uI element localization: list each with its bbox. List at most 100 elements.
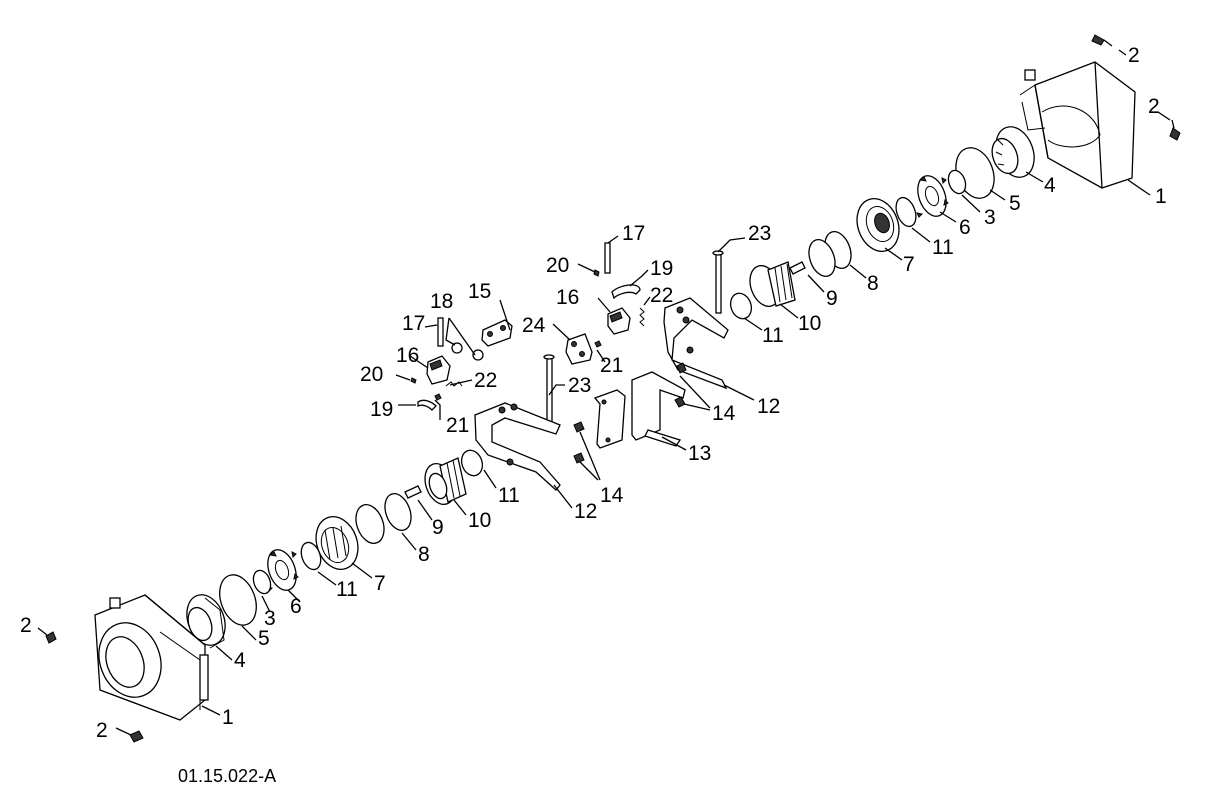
label-14: 14 <box>600 484 624 507</box>
wheel-right-7 <box>856 198 900 252</box>
label-7: 7 <box>374 572 386 595</box>
label-12: 12 <box>574 500 597 523</box>
ring-right-3 <box>947 169 967 195</box>
label-21: 21 <box>446 414 469 437</box>
label-16: 16 <box>396 344 419 367</box>
gear-right-6 <box>916 175 949 218</box>
leader-lines <box>201 49 1171 716</box>
label-6: 6 <box>959 216 971 239</box>
label-17: 17 <box>402 312 425 335</box>
bracket-15 <box>481 319 513 347</box>
label-23: 23 <box>568 374 591 397</box>
nut-18 <box>451 342 484 361</box>
label-18: 18 <box>430 290 453 313</box>
label-15: 15 <box>468 280 491 303</box>
bolt-14b <box>676 362 687 374</box>
label-7: 7 <box>903 253 915 276</box>
label-2: 2 <box>1148 95 1160 118</box>
label-11: 11 <box>498 484 520 507</box>
label-1: 1 <box>1155 185 1167 208</box>
label-1: 1 <box>222 706 234 729</box>
clip-19-right <box>611 284 641 300</box>
label-11: 11 <box>336 578 358 601</box>
label-21: 21 <box>600 354 623 377</box>
pin-20-right <box>593 269 600 277</box>
washer-right-11b <box>729 292 753 320</box>
label-11: 11 <box>762 324 784 347</box>
drawing-reference: 01.15.022-A <box>178 766 276 786</box>
label-10: 10 <box>798 312 821 335</box>
housing-left <box>94 594 209 721</box>
gear-hub-left <box>186 594 226 649</box>
gear-left-6 <box>266 549 299 592</box>
label-11: 11 <box>932 236 954 259</box>
label-8: 8 <box>418 543 430 566</box>
label-3: 3 <box>264 607 276 630</box>
bearing-right-10 <box>749 261 796 307</box>
screw-left-bottom <box>115 727 144 743</box>
bracket-13 <box>631 371 686 447</box>
label-12: 12 <box>757 395 780 418</box>
label-16: 16 <box>556 286 579 309</box>
pin-left-9 <box>404 485 422 499</box>
bracket-left-12 <box>474 402 561 491</box>
bearing-left-10 <box>424 457 467 505</box>
pin-17-left <box>437 317 444 347</box>
clip-19-left <box>417 399 437 411</box>
washer-right-11 <box>895 196 917 228</box>
label-20: 20 <box>546 254 569 277</box>
part-labels: 2 2 1 4 5 3 6 11 7 8 9 10 11 23 12 14 13… <box>20 44 1167 786</box>
block-16-right <box>607 307 631 335</box>
label-4: 4 <box>234 649 246 672</box>
label-3: 3 <box>984 206 996 229</box>
wheel-left-7 <box>315 516 359 570</box>
label-14: 14 <box>712 402 736 425</box>
label-9: 9 <box>826 287 838 310</box>
screw-right-top <box>1091 34 1113 47</box>
screw-21-right <box>594 340 602 348</box>
label-2: 2 <box>96 719 108 742</box>
label-22: 22 <box>474 369 497 392</box>
gear-hub-right <box>991 126 1035 178</box>
label-19: 19 <box>370 398 393 421</box>
bolt-14d <box>573 452 585 464</box>
label-17: 17 <box>622 222 645 245</box>
label-10: 10 <box>468 509 491 532</box>
pin-20-left <box>410 377 417 384</box>
label-22: 22 <box>650 284 673 307</box>
bolt-left-23 <box>543 354 555 426</box>
label-4: 4 <box>1044 174 1056 197</box>
label-5: 5 <box>1009 192 1021 215</box>
lever-24 <box>565 333 593 365</box>
bolt-right-23 <box>712 250 724 314</box>
label-20: 20 <box>360 363 383 386</box>
label-8: 8 <box>867 272 879 295</box>
label-6: 6 <box>290 595 302 618</box>
screw-21-left <box>434 393 442 401</box>
washer-left-11 <box>460 449 484 477</box>
pin-17-right <box>604 242 611 274</box>
label-9: 9 <box>432 516 444 539</box>
label-23: 23 <box>748 222 771 245</box>
pin-right-9 <box>789 261 806 275</box>
spring-left-8 <box>355 493 412 544</box>
label-2: 2 <box>20 614 32 637</box>
screw-left-side <box>37 627 57 644</box>
spring-22-right <box>639 307 645 327</box>
ring-left-3 <box>252 569 272 595</box>
screw-right-side <box>1169 119 1181 141</box>
label-13: 13 <box>688 442 711 465</box>
bolt-14c <box>573 421 585 433</box>
block-16-left <box>426 355 451 385</box>
spring-right-8 <box>808 231 852 277</box>
label-2: 2 <box>1128 44 1140 67</box>
ring-left-5 <box>219 574 257 626</box>
label-24: 24 <box>522 314 546 337</box>
bracket-mid <box>593 389 626 449</box>
label-5: 5 <box>258 627 270 650</box>
housing-right <box>1019 61 1136 189</box>
washer-left-11b <box>300 541 322 571</box>
label-19: 19 <box>650 257 673 280</box>
